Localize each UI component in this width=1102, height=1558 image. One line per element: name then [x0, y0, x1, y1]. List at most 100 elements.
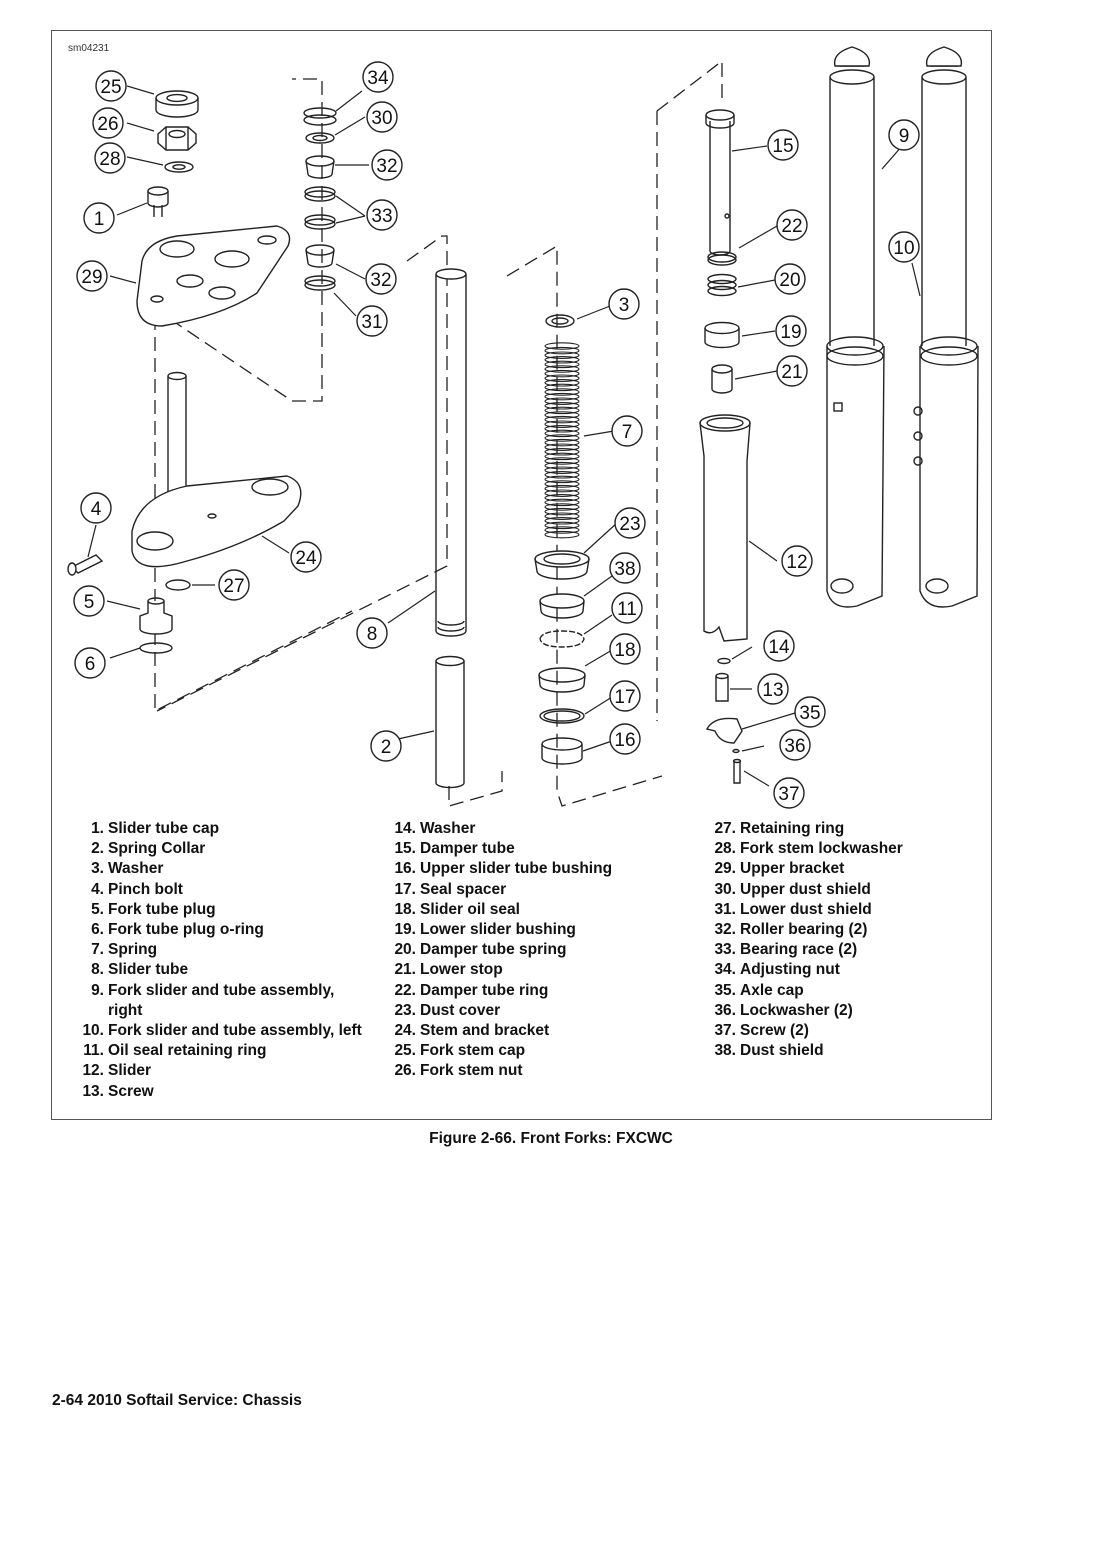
legend-item: 3.Washer	[76, 859, 366, 879]
legend-item: 12.Slider	[76, 1061, 366, 1081]
spring-coil	[544, 517, 580, 525]
legend-item: 8.Slider tube	[76, 960, 366, 980]
spring-coil	[544, 425, 580, 433]
legend-number: 24.	[394, 1022, 416, 1040]
pinch-bolt-part	[67, 554, 104, 576]
stem-and-bracket-part	[131, 371, 302, 568]
legend-item: 14.Washer	[386, 819, 676, 839]
callout-label: 38	[614, 559, 635, 580]
spring-coil	[544, 494, 580, 502]
legend-number: 13.	[82, 1082, 104, 1100]
spring-coil	[544, 457, 580, 465]
legend-label: Roller bearing (2)	[740, 921, 868, 939]
legend-label: Lower dust shield	[740, 900, 872, 918]
callout-circle	[94, 142, 126, 174]
legend-column-2: 14.Washer 15.Damper tube 16.Upper slider…	[386, 819, 676, 1082]
legend-number: 2.	[91, 840, 104, 858]
legend-number: 10.	[82, 1022, 104, 1040]
legend-number: 5.	[91, 900, 104, 918]
legend-number: 26.	[394, 1062, 416, 1080]
legend-label: Fork tube plug o-ring	[108, 921, 264, 939]
axle-cap-part	[705, 717, 743, 744]
legend-item: 15.Damper tube	[386, 839, 676, 859]
legend-label: Screw	[108, 1082, 154, 1100]
callout-label: 12	[786, 552, 807, 573]
legend-item: 29.Upper bracket	[706, 859, 986, 879]
legend-label: Damper tube ring	[420, 981, 549, 999]
legend-item: 21.Lower stop	[386, 960, 676, 980]
callout-circle	[92, 107, 124, 139]
legend-item: 38.Dust shield	[706, 1041, 986, 1061]
upper-bracket-part	[136, 225, 291, 327]
spring-coil	[544, 480, 580, 488]
callout-label: 33	[371, 206, 392, 227]
legend-number: 32.	[714, 921, 736, 939]
callout-circle	[608, 288, 640, 320]
callout-circle	[356, 617, 388, 649]
callout-circle	[74, 647, 106, 679]
callout-circle	[773, 777, 805, 809]
legend-item: 6.Fork tube plug o-ring	[76, 920, 366, 940]
legend-item: 19.Lower slider bushing	[386, 920, 676, 940]
callout-circle	[776, 355, 808, 387]
spring-coil	[544, 471, 580, 479]
callout-label: 27	[223, 576, 244, 597]
page-footer: 2-64 2010 Softail Service: Chassis	[52, 1392, 302, 1409]
callout-label: 32	[376, 156, 397, 177]
spring-coil	[544, 429, 580, 438]
legend-label: Fork stem lockwasher	[740, 840, 903, 858]
legend-item: 22.Damper tube ring	[386, 981, 676, 1001]
callout-label: 13	[762, 680, 783, 701]
legend-item: 30.Upper dust shield	[706, 880, 986, 900]
legend-label: Upper slider tube bushing	[420, 860, 613, 878]
spring-coil	[544, 369, 580, 378]
callout-circle	[366, 101, 398, 133]
fork-tube-plug-part	[139, 597, 173, 635]
legend-number: 30.	[714, 880, 736, 898]
legend-item: 23.Dust cover	[386, 1001, 676, 1021]
spring-coil	[544, 351, 580, 359]
spring-part	[544, 342, 580, 539]
callout-label: 6	[85, 654, 96, 675]
legend-item: 33.Bearing race (2)	[706, 940, 986, 960]
callout-circle	[609, 680, 641, 712]
spring-coil	[544, 360, 580, 369]
callout-label: 30	[371, 108, 392, 129]
spring-coil	[544, 434, 580, 442]
damper-tube-spring-part	[707, 273, 737, 297]
legend-label: Adjusting nut	[740, 961, 840, 979]
spring-coil	[544, 420, 580, 428]
spring-coil	[544, 402, 580, 410]
spring-coil	[544, 356, 580, 364]
callout-circle	[80, 492, 112, 524]
figure-caption: Figure 2-66. Front Forks: FXCWC	[429, 1130, 673, 1147]
spring-coil	[544, 383, 580, 392]
slider-tube-part	[435, 268, 467, 637]
callout-circle	[76, 260, 108, 292]
legend-number: 21.	[394, 961, 416, 979]
slider-tube-cap-part	[147, 186, 169, 217]
exploded-view-drawing: 2526281293430323332311592210203192174232…	[67, 46, 979, 809]
legend-item: 11.Oil seal retaining ring	[76, 1041, 366, 1061]
spring-coil	[544, 512, 580, 520]
callout-circle	[779, 729, 811, 761]
callout-circle	[757, 673, 789, 705]
callout-circle	[370, 730, 402, 762]
callout-label: 24	[295, 548, 317, 569]
legend-number: 15.	[394, 840, 416, 858]
legend-number: 20.	[394, 941, 416, 959]
legend-label: Slider	[108, 1062, 152, 1080]
spring-coil	[544, 411, 580, 419]
fork-stem-nut-part	[157, 126, 197, 151]
legend-label: Spring	[108, 941, 158, 959]
spring-coil	[544, 507, 580, 516]
spring-coil	[544, 526, 580, 534]
legend-item: 16.Upper slider tube bushing	[386, 859, 676, 879]
callout-label: 8	[367, 624, 378, 645]
legend-item: 4.Pinch bolt	[76, 880, 366, 900]
legend-number: 25.	[394, 1042, 416, 1060]
legend-item: 26.Fork stem nut	[386, 1061, 676, 1081]
callout-circle	[609, 723, 641, 755]
fork-stem-lockwasher-part	[164, 161, 194, 173]
